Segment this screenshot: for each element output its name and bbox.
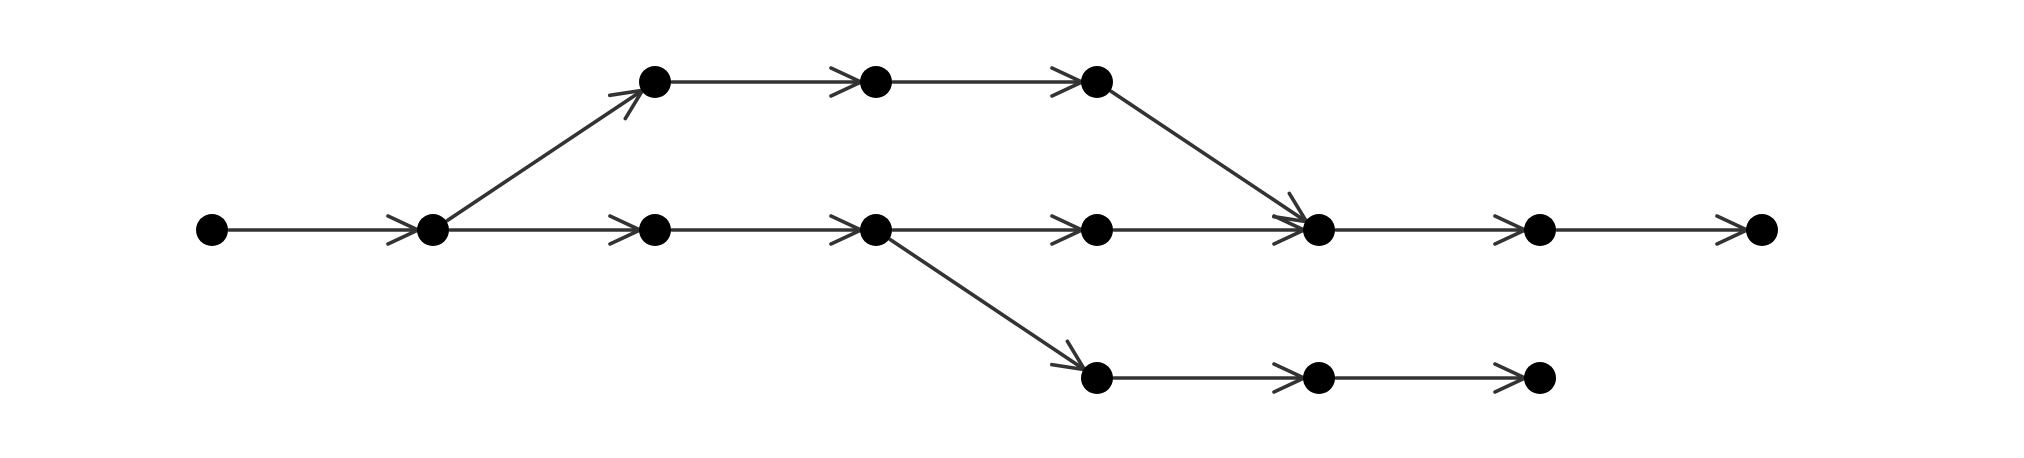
edge-n9-n10 — [1334, 214, 1530, 246]
graph-node-n10 — [1524, 214, 1556, 246]
edge-line — [1109, 89, 1307, 223]
edge-n8-n12 — [1112, 362, 1309, 394]
graph-node-n9 — [1303, 214, 1335, 246]
edge-n7-n9 — [1112, 214, 1309, 246]
edge-n2-n4 — [670, 66, 866, 98]
edge-n5-n9 — [1109, 89, 1311, 225]
graph-node-n13 — [1524, 362, 1556, 394]
edge-n6-n7 — [891, 214, 1087, 246]
edge-n10-n11 — [1555, 214, 1752, 246]
edge-n4-n5 — [891, 66, 1087, 98]
graph-node-n5 — [1081, 66, 1113, 98]
graph-node-n12 — [1303, 362, 1335, 394]
edges-layer — [227, 66, 1752, 394]
edge-n1-n2 — [445, 87, 647, 223]
graph-node-n0 — [196, 214, 228, 246]
graph-node-n1 — [417, 214, 449, 246]
graph-node-n11 — [1746, 214, 1778, 246]
graph-node-n2 — [639, 66, 671, 98]
graph-node-n3 — [639, 214, 671, 246]
graph-node-n7 — [1081, 214, 1113, 246]
nodes-layer — [196, 66, 1778, 394]
edge-n6-n8 — [888, 237, 1089, 373]
graph-node-n6 — [860, 214, 892, 246]
edge-n12-n13 — [1334, 362, 1530, 394]
graph-node-n8 — [1081, 362, 1113, 394]
edge-line — [888, 237, 1085, 371]
edge-n1-n3 — [448, 214, 645, 246]
edge-n3-n6 — [670, 214, 866, 246]
graph-node-n4 — [860, 66, 892, 98]
edge-n0-n1 — [227, 214, 423, 246]
edge-line — [445, 89, 643, 223]
